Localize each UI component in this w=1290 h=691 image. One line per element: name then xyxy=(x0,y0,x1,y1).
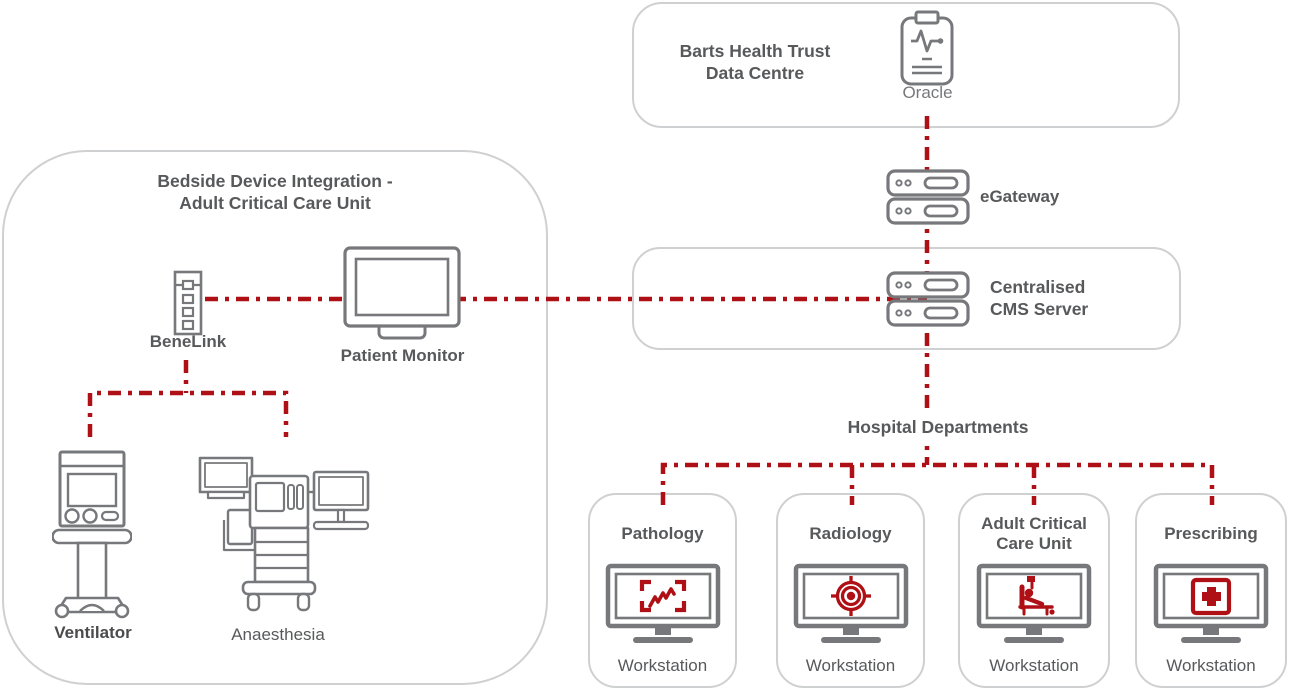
data-centre-title: Barts Health Trust Data Centre xyxy=(655,40,855,84)
ventilator-label: Ventilator xyxy=(54,623,132,642)
workstation-label: Workstation xyxy=(805,656,896,675)
cms-title-line2: CMS Server xyxy=(990,299,1089,319)
anaesthesia-label: Anaesthesia xyxy=(231,625,325,644)
bedside-title-line2: Adult Critical Care Unit xyxy=(179,193,371,213)
data-centre-title-line1: Barts Health Trust xyxy=(679,41,831,61)
first-aid-kit-icon xyxy=(1153,563,1269,643)
cms-server-stack-icon xyxy=(886,271,970,327)
workstation-label: Workstation xyxy=(989,656,1079,675)
department-box-radiology: Radiology Workstation xyxy=(776,493,925,688)
connector-departments-bus xyxy=(660,462,1215,505)
anaesthesia-machine-icon xyxy=(198,456,370,612)
patient-monitor-label: Patient Monitor xyxy=(340,346,465,365)
egateway-label: eGateway xyxy=(980,187,1060,206)
egateway-server-stack-icon xyxy=(886,169,970,225)
benelink-module-icon xyxy=(173,270,203,336)
cms-title-line1: Centralised xyxy=(990,277,1086,297)
department-name: Prescribing xyxy=(1164,524,1258,543)
hospital-bed-icon xyxy=(976,563,1092,643)
benelink-label: BeneLink xyxy=(149,332,227,351)
cms-server-title: Centralised CMS Server xyxy=(990,276,1130,320)
department-box-prescribing: Prescribing Workstation xyxy=(1135,493,1287,688)
department-box-pathology: Pathology Workstation xyxy=(588,493,737,688)
specimen-viewer-icon xyxy=(605,563,720,643)
bedside-box-title: Bedside Device Integration - Adult Criti… xyxy=(90,170,460,214)
department-name: Adult Critical Care Unit xyxy=(981,514,1087,553)
workstation-label: Workstation xyxy=(617,656,708,675)
department-name: Radiology xyxy=(809,524,892,543)
oracle-label: Oracle xyxy=(902,83,953,102)
data-centre-title-line2: Data Centre xyxy=(705,63,805,83)
bedside-title-line1: Bedside Device Integration - xyxy=(157,171,393,191)
hospital-departments-title: Hospital Departments xyxy=(820,414,1056,440)
workstation-label: Workstation xyxy=(1166,656,1256,675)
department-name: Pathology xyxy=(621,524,704,543)
department-box-adult-critical-care-unit: Adult Critical Care Unit Workstation xyxy=(958,493,1110,688)
target-scan-icon xyxy=(793,563,908,643)
ventilator-icon xyxy=(52,450,132,619)
clipboard-ecg-icon xyxy=(900,10,954,86)
patient-monitor-icon xyxy=(343,246,461,340)
